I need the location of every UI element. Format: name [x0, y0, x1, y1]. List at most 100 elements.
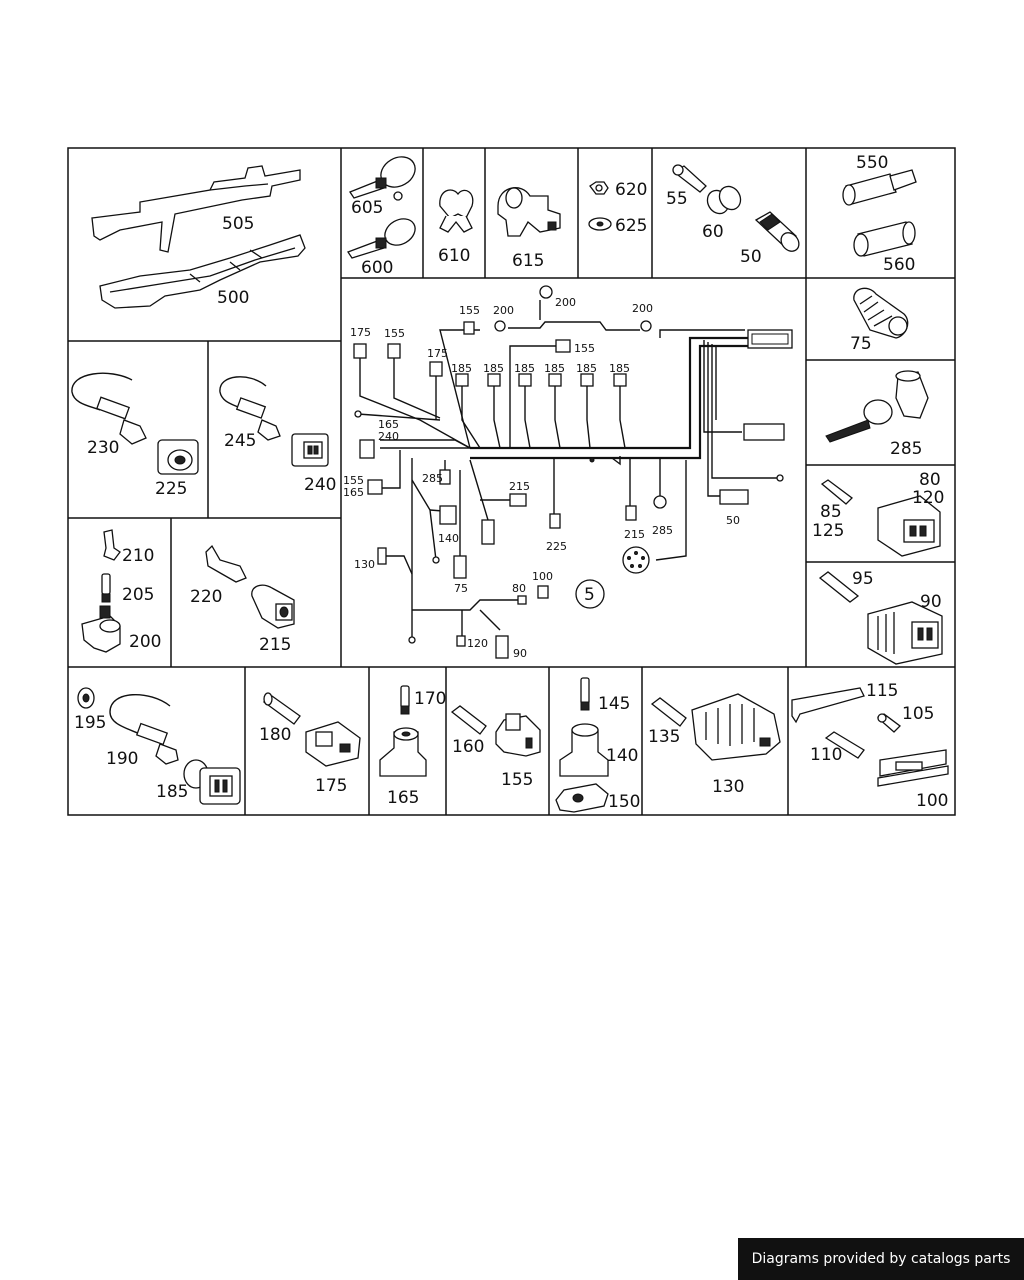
- connector-130-drawing: [691, 693, 781, 761]
- label-210: 210: [122, 546, 154, 566]
- label-125: 125: [812, 521, 844, 541]
- pin-205-drawing: [101, 573, 111, 603]
- clip-115-drawing: [791, 687, 865, 724]
- cable-tie-600-drawing: [347, 218, 416, 259]
- clip-610-drawing: [439, 189, 474, 233]
- harness-label: 200: [493, 304, 514, 317]
- wiring-harness-drawing: [353, 285, 793, 659]
- label-605: 605: [351, 198, 383, 218]
- label-105: 105: [902, 704, 934, 724]
- label-50: 50: [740, 247, 762, 267]
- connector-90-drawing: [867, 601, 943, 665]
- washer-625-drawing: [588, 217, 612, 231]
- pin-180-drawing: [262, 692, 301, 725]
- harness-label: 155: [343, 474, 364, 487]
- harness-label: 100: [532, 570, 553, 583]
- connector-225-drawing: [157, 439, 199, 475]
- label-220: 220: [190, 587, 222, 607]
- harness-label: 215: [624, 528, 645, 541]
- nut-60-drawing: [706, 185, 742, 215]
- harness-label: 90: [513, 647, 527, 660]
- cap-75-drawing: [853, 287, 909, 339]
- label-180: 180: [259, 725, 291, 745]
- harness-label: 185: [451, 362, 472, 375]
- harness-label: 165: [343, 486, 364, 499]
- label-115: 115: [866, 681, 898, 701]
- harness-label: 75: [454, 582, 468, 595]
- callout-number: 5: [584, 585, 595, 605]
- footer-credit[interactable]: Diagrams provided by catalogs parts: [738, 1238, 1024, 1280]
- label-240: 240: [304, 475, 336, 495]
- label-150: 150: [608, 792, 640, 812]
- label-145: 145: [598, 694, 630, 714]
- label-155: 155: [501, 770, 533, 790]
- label-230: 230: [87, 438, 119, 458]
- terminal-210-drawing: [103, 529, 121, 561]
- label-120: 120: [912, 488, 944, 508]
- label-140: 140: [606, 746, 638, 766]
- label-195: 195: [74, 713, 106, 733]
- harness-label: 285: [652, 524, 673, 537]
- label-80: 80: [919, 470, 941, 490]
- label-615: 615: [512, 251, 544, 271]
- pin-55-drawing: [672, 164, 707, 193]
- sleeve-550-drawing: [842, 169, 917, 206]
- label-625: 625: [615, 216, 647, 236]
- harness-label: 225: [546, 540, 567, 553]
- harness-label: 185: [514, 362, 535, 375]
- label-500: 500: [217, 288, 249, 308]
- harness-label: 185: [609, 362, 630, 375]
- label-110: 110: [810, 745, 842, 765]
- pin-145-drawing: [580, 677, 590, 711]
- nut-620-drawing: [589, 181, 609, 195]
- harness-label: 155: [384, 327, 405, 340]
- harness-label: 200: [555, 296, 576, 309]
- label-100: 100: [916, 791, 948, 811]
- harness-label: 240: [378, 430, 399, 443]
- pin-85-drawing: [820, 479, 853, 505]
- connector-80-drawing: [877, 495, 941, 557]
- sensor-harness-245-drawing: [219, 376, 281, 441]
- sensor-harness-230-drawing: [71, 372, 147, 445]
- label-190: 190: [106, 749, 138, 769]
- connector-185-drawing: [183, 759, 241, 805]
- label-160: 160: [452, 737, 484, 757]
- label-165: 165: [387, 788, 419, 808]
- label-185: 185: [156, 782, 188, 802]
- label-175: 175: [315, 776, 347, 796]
- harness-label: 155: [459, 304, 480, 317]
- connector-165-drawing: [379, 727, 427, 777]
- pin-95-drawing: [818, 571, 860, 603]
- label-130: 130: [712, 777, 744, 797]
- connector-140-drawing: [559, 723, 609, 777]
- connector-175-drawing: [305, 721, 361, 767]
- cable-tie-605-drawing: [349, 156, 416, 201]
- harness-label: 120: [467, 637, 488, 650]
- harness-label: 155: [574, 342, 595, 355]
- connector-215-drawing: [251, 584, 295, 629]
- connector-200-drawing: [81, 605, 121, 653]
- harness-labels: 155 200 200 200 175 155 175 155 185 185 …: [343, 296, 740, 660]
- harness-label: 200: [632, 302, 653, 315]
- plug-50-drawing: [754, 211, 800, 252]
- label-600: 600: [361, 258, 393, 278]
- harness-label: 215: [509, 480, 530, 493]
- harness-label: 175: [350, 326, 371, 339]
- label-245: 245: [224, 431, 256, 451]
- label-75: 75: [850, 334, 872, 354]
- label-225: 225: [155, 479, 187, 499]
- harness-label: 175: [427, 347, 448, 360]
- pin-105-drawing: [876, 713, 901, 733]
- label-505: 505: [222, 214, 254, 234]
- sensor-285-drawing: [825, 370, 929, 443]
- holder-615-drawing: [497, 187, 561, 237]
- label-620: 620: [615, 180, 647, 200]
- connector-155-drawing: [495, 713, 541, 757]
- pin-135-drawing: [650, 697, 687, 727]
- pin-170-drawing: [400, 685, 410, 715]
- label-95: 95: [852, 569, 874, 589]
- label-285: 285: [890, 439, 922, 459]
- harness-label: 80: [512, 582, 526, 595]
- harness-label: 185: [483, 362, 504, 375]
